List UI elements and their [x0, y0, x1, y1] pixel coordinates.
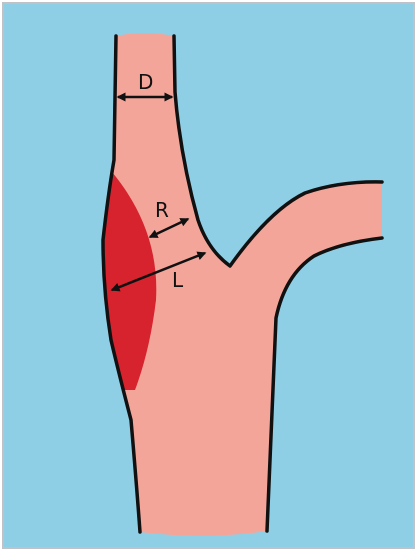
- diameter-label: D: [138, 70, 153, 94]
- lesion-label: L: [172, 268, 184, 292]
- residual-label: R: [155, 198, 169, 222]
